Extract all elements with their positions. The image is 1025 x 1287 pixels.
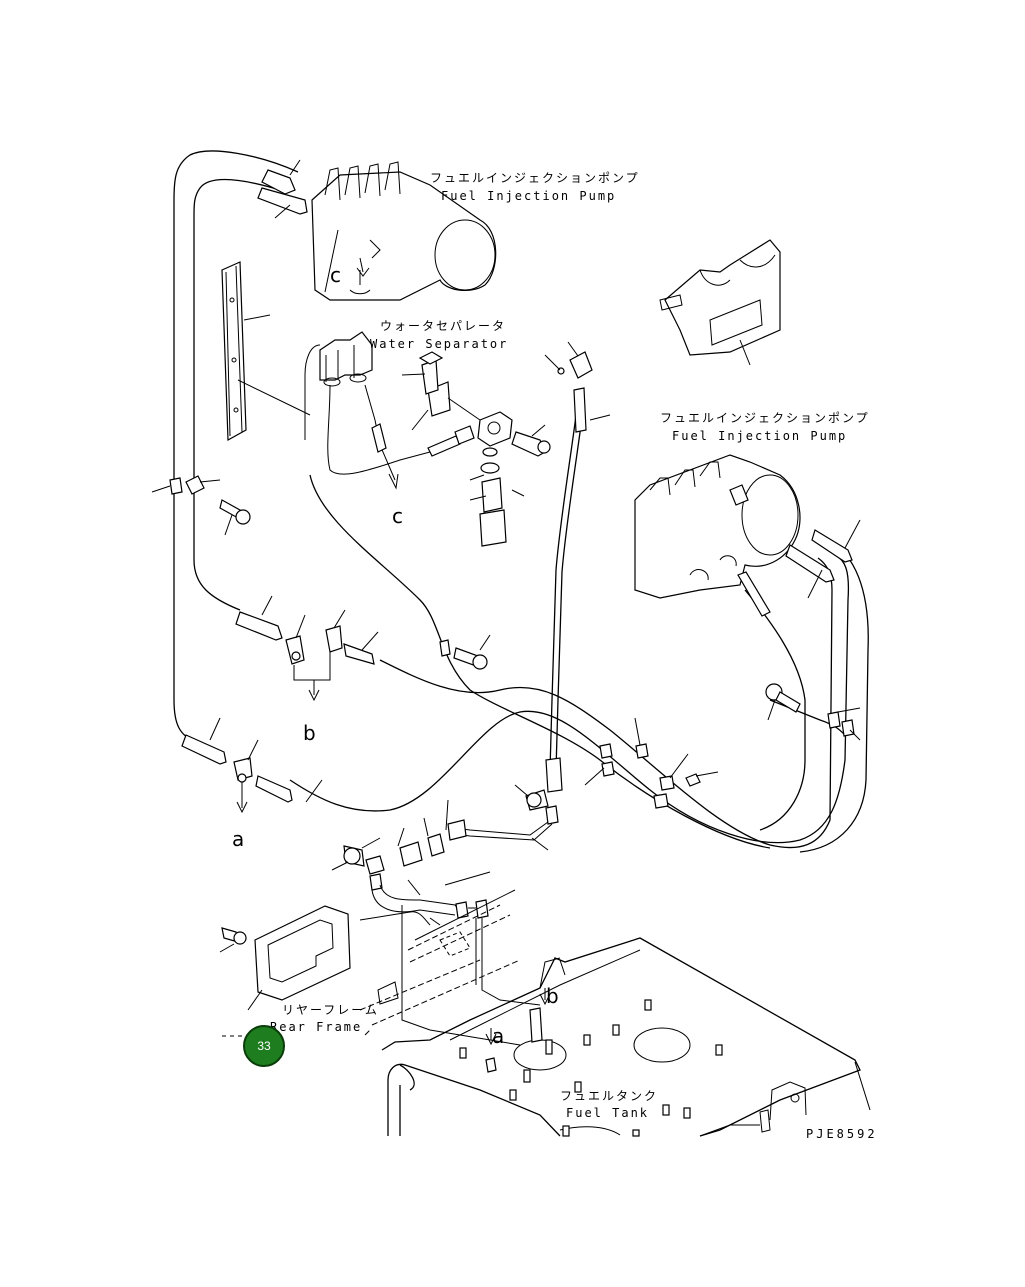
fuel-injection-pump-top-label-en: Fuel Injection Pump	[441, 189, 616, 203]
drawing-code: PJE8592	[806, 1127, 878, 1141]
rear-frame-structure	[359, 871, 521, 1036]
bolt-top-1	[261, 159, 301, 195]
fitting-center-vertical	[454, 757, 563, 851]
fuel-tank-fittings	[485, 988, 551, 1073]
bolt-left-1	[219, 499, 251, 536]
bracket-small	[401, 351, 481, 431]
hose-fitting-top-right	[544, 341, 611, 433]
bolt-top-2	[257, 187, 308, 219]
clamp-left-upper	[151, 475, 221, 495]
rear-frame-label-jp: リヤーフレーム	[282, 1003, 379, 1017]
connection-letter-a-left: a	[232, 827, 244, 851]
connection-letter-b-tank: b	[546, 984, 559, 1008]
fuel-injection-pump-right-label-jp: フュエルインジェクションポンプ	[660, 411, 870, 425]
bolt-center-left	[439, 634, 491, 670]
mounting-bracket-left	[221, 261, 311, 442]
fuel-injection-pump-right	[634, 454, 801, 599]
bolt-right-3	[737, 571, 771, 617]
fuel-pipe-right-lines	[744, 539, 869, 853]
badge-number: 33	[257, 1039, 271, 1053]
fuel-injection-pump-top-label-jp: フュエルインジェクションポンプ	[430, 171, 640, 185]
rear-frame-label-en: Rear Frame	[270, 1020, 362, 1034]
fuel-injection-pump-right-label-en: Fuel Injection Pump	[672, 429, 847, 443]
water-separator-label-jp: ウォータセパレータ	[380, 319, 506, 333]
part-number-badge[interactable]: 33	[243, 1025, 285, 1067]
hose-to-tank	[359, 879, 541, 1046]
clamps-center	[584, 717, 719, 809]
fuel-tank-label-jp: フュエルタンク	[560, 1089, 658, 1103]
fitting-left-lower	[181, 717, 323, 814]
clamp-right	[765, 683, 861, 741]
bolt-right-2	[785, 544, 835, 599]
fittings-lower-left	[331, 799, 467, 891]
rear-frame-plate	[247, 905, 351, 1011]
connection-letter-c-mid: c	[392, 504, 403, 528]
connection-letter-a-tank: a	[492, 1024, 504, 1048]
bolt-separator-head	[511, 424, 551, 457]
fitting-left-mid	[235, 595, 379, 702]
filter-element	[469, 447, 525, 547]
connection-letter-c-top: c	[330, 263, 341, 287]
separator-head-block	[454, 411, 513, 447]
water-separator	[304, 331, 373, 440]
fuel-injection-pump-top	[311, 161, 497, 301]
bolt-rear-frame	[219, 927, 247, 953]
fuel-pipe-vertical-center	[549, 399, 585, 771]
water-separator-label-en: Water Separator	[370, 337, 508, 351]
fuel-tank-label-en: Fuel Tank	[566, 1106, 649, 1120]
connection-letter-b-mid: b	[303, 721, 316, 745]
fuel-pipe-outer-loop	[173, 150, 850, 849]
engine-mount-bracket	[659, 239, 781, 366]
badge-circle	[243, 1025, 285, 1067]
bolt-right-1	[811, 519, 861, 563]
fuel-tank	[381, 937, 871, 1137]
fuel-tank-studs	[459, 999, 723, 1137]
